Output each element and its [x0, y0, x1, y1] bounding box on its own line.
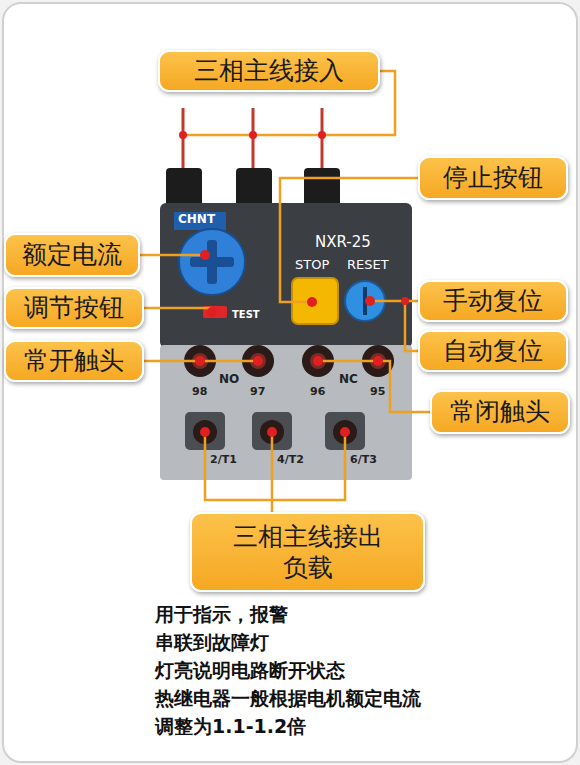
- terminal-number: 95: [370, 386, 385, 399]
- button-label: RESET: [347, 258, 389, 273]
- callout-box: 额定电流: [4, 233, 140, 277]
- button-label: STOP: [295, 258, 329, 273]
- terminal-number: 97: [250, 386, 265, 399]
- leader-lines: [140, 178, 430, 512]
- callout-box: 调节按钮: [4, 287, 144, 329]
- note-text: 调整为1.1-1.2倍: [155, 716, 306, 738]
- callout-box: 自动复位: [418, 330, 568, 372]
- note-text: 热继电器一般根据电机额定电流: [155, 688, 421, 710]
- contact-label: NO: [219, 373, 239, 387]
- callout-text: 停止按钮: [443, 162, 543, 193]
- terminal-number: 98: [192, 386, 207, 399]
- note-text: 用于指示，报警: [155, 604, 288, 626]
- callout-text: 三相主线接出 负载: [228, 521, 388, 584]
- callout-text: 额定电流: [22, 239, 122, 270]
- callout-box: 停止按钮: [418, 156, 568, 200]
- terminal-label: 6/T3: [350, 454, 377, 467]
- frame: [3, 3, 577, 762]
- contact-label: NC: [339, 373, 358, 387]
- terminal-label: 4/T2: [277, 454, 304, 467]
- callout-text: 三相主线接入: [194, 55, 344, 86]
- callout-box: 常开触头: [4, 340, 144, 382]
- callout-box: 常闭触头: [430, 390, 570, 434]
- callout-text: 常开触头: [24, 345, 124, 376]
- model-number: NXR-25: [315, 234, 371, 251]
- terminal-label: 2/T1: [210, 454, 237, 467]
- test-label: TEST: [232, 309, 260, 321]
- note-text: 串联到故障灯: [155, 632, 269, 654]
- callout-text: 手动复位: [443, 285, 543, 316]
- relay-body: [160, 203, 412, 480]
- leader-dots: [195, 250, 409, 437]
- note-text: 灯亮说明电路断开状态: [155, 660, 345, 682]
- callout-box: 手动复位: [418, 280, 568, 322]
- callout-text: 调节按钮: [24, 292, 124, 323]
- brand-logo: CHNT: [178, 213, 215, 227]
- callout-text: 自动复位: [443, 335, 543, 366]
- terminal-number: 96: [310, 386, 325, 399]
- callout-box: 三相主线接入: [158, 50, 380, 92]
- callout-box: 三相主线接出 负载: [190, 512, 425, 592]
- callout-text: 常闭触头: [450, 396, 550, 427]
